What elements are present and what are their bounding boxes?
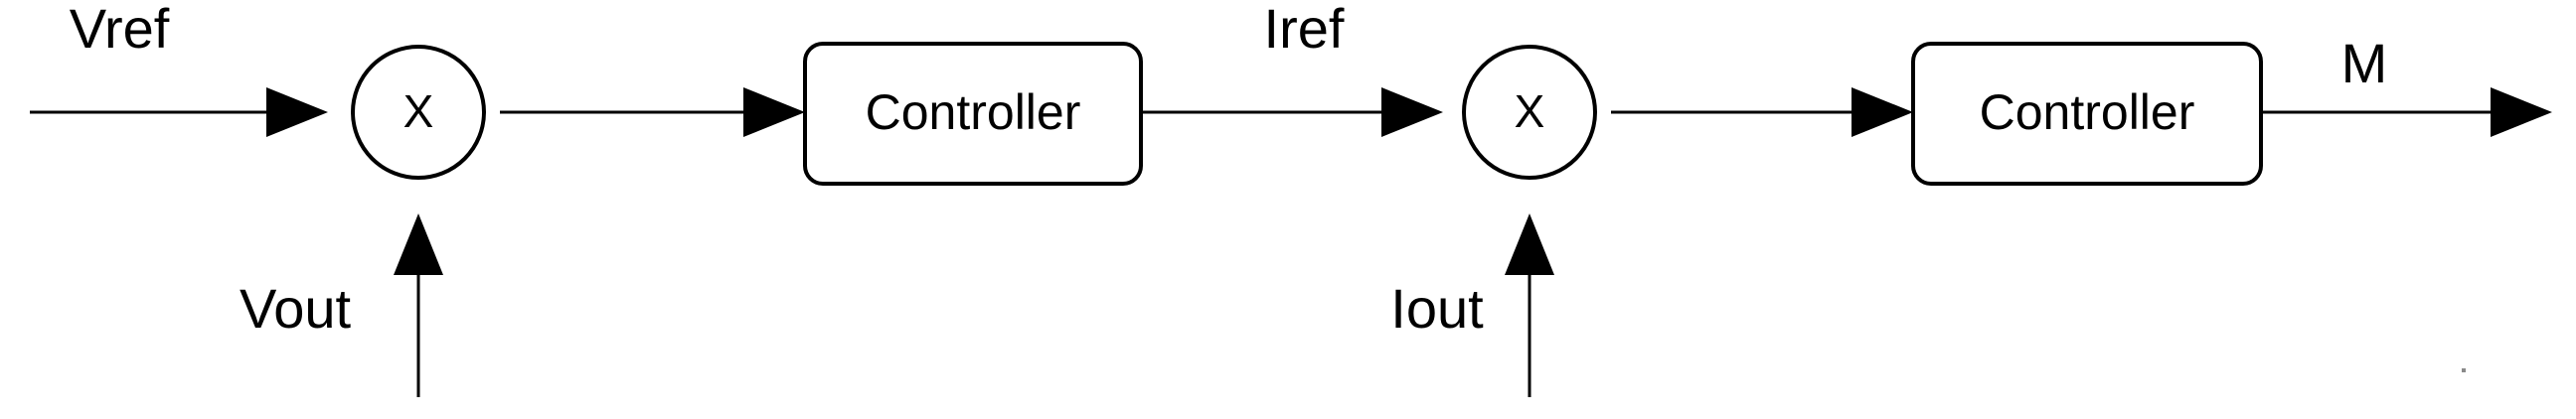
summing-junction-current-label: X xyxy=(1515,85,1545,137)
signal-modulation-output: M xyxy=(2261,32,2552,137)
signal-vout-feedback: Vout xyxy=(240,213,443,397)
summing-junction-voltage-circle xyxy=(351,45,486,180)
current-error-arrow-head xyxy=(1852,87,1913,137)
controller-voltage-label: Controller xyxy=(866,84,1081,140)
speck-artifact xyxy=(2462,368,2466,372)
vref-label: Vref xyxy=(70,0,170,60)
signal-current-error xyxy=(1611,87,1913,137)
voltage-error-arrow-head xyxy=(743,87,805,137)
summing-junction-voltage-label: X xyxy=(403,85,434,137)
iout-arrow-head xyxy=(1505,213,1554,275)
vref-arrow-head xyxy=(266,87,328,137)
iref-arrow-head xyxy=(1381,87,1443,137)
signal-iout-feedback: Iout xyxy=(1390,213,1554,397)
signal-iref: Iref xyxy=(1141,0,1443,137)
vout-arrow-head xyxy=(394,213,443,275)
controller-current-label: Controller xyxy=(1980,84,2195,140)
modulation-label: M xyxy=(2341,32,2388,94)
iref-label: Iref xyxy=(1264,0,1345,60)
signal-voltage-error xyxy=(500,87,805,137)
vout-label: Vout xyxy=(240,277,352,340)
controller-voltage-block[interactable]: Controller xyxy=(803,42,1143,186)
iout-label: Iout xyxy=(1390,277,1484,340)
summing-junction-current[interactable]: X xyxy=(1462,45,1597,180)
summing-junction-current-circle xyxy=(1462,45,1597,180)
summing-junction-voltage[interactable]: X xyxy=(351,45,486,180)
modulation-arrow-head xyxy=(2491,87,2552,137)
signal-vref-input: Vref xyxy=(30,0,328,137)
controller-current-block[interactable]: Controller xyxy=(1911,42,2263,186)
